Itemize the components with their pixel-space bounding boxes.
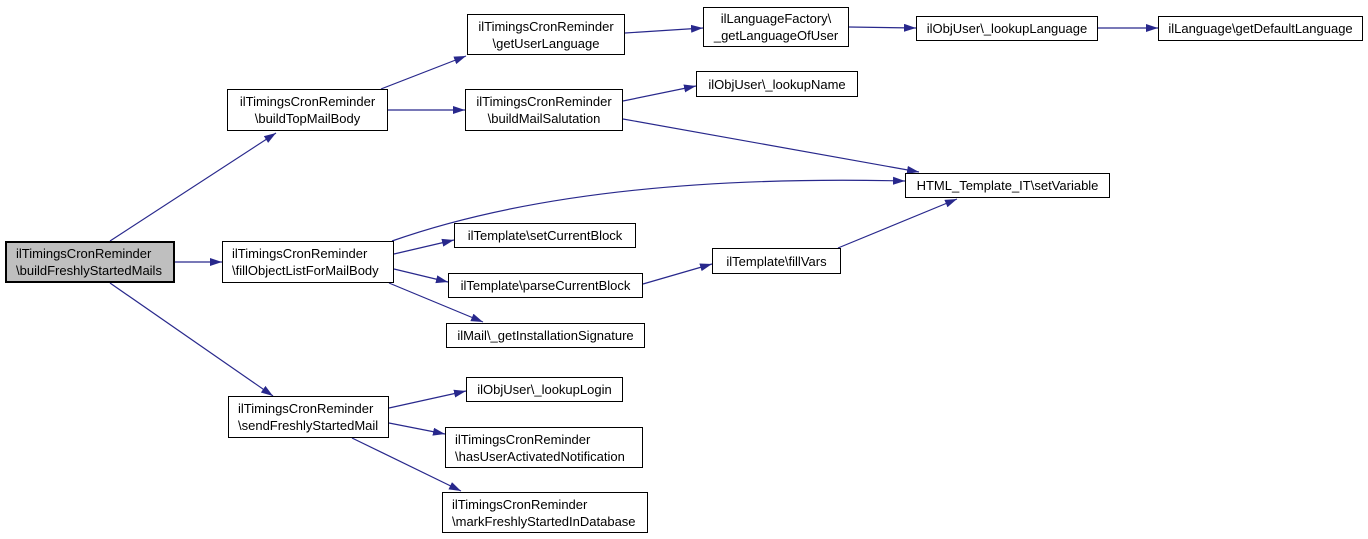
edge-fillObjectListForMailBody-to-setVariable: [391, 176, 906, 242]
graph-node-label: HTML_Template_IT\setVariable: [916, 178, 1099, 193]
graph-node-label: ilTimingsCronReminder: [476, 94, 612, 109]
edge-fillObjectListForMailBody-to-getInstallationSignature: [388, 282, 484, 323]
graph-node-label: _getLanguageOfUser: [713, 28, 839, 43]
graph-node-fillObjectListForMailBody[interactable]: ilTimingsCronReminder \fillObjectListForM…: [222, 241, 394, 283]
graph-node-label: \buildFreshlyStartedMails: [16, 263, 162, 278]
graph-node-fillVars[interactable]: ilTemplate\fillVars: [712, 248, 841, 274]
graph-node-label: ilTimingsCronReminder: [239, 94, 376, 109]
edge-sendFreshlyStartedMail-to-lookupLogin: [388, 389, 467, 409]
graph-node-lookupLanguage[interactable]: ilObjUser\_lookupLanguage: [916, 16, 1098, 41]
graph-node-label: ilTimingsCronReminder: [478, 18, 614, 34]
graph-node-label: \fillObjectListForMailBody: [232, 263, 379, 278]
edge-sendFreshlyStartedMail-to-markFreshlyStartedInDatabase: [351, 437, 462, 492]
edge-fillObjectListForMailBody-to-setCurrentBlock: [393, 238, 455, 255]
graph-node-lookupName[interactable]: ilObjUser\_lookupName: [696, 71, 858, 97]
graph-node-label: ilLanguage\getDefaultLanguage: [1168, 21, 1353, 36]
graph-node-sendFreshlyStartedMail[interactable]: ilTimingsCronReminder \sendFreshlyStarted…: [228, 396, 389, 438]
graph-node-label: \hasUserActivatedNotification: [455, 448, 625, 464]
graph-node-label: ilTimingsCronReminder: [238, 401, 374, 416]
graph-node-setVariable[interactable]: HTML_Template_IT\setVariable: [905, 173, 1110, 198]
graph-node-label: ilLanguageFactory\: [720, 11, 832, 26]
graph-node-getLanguageOfUser[interactable]: ilLanguageFactory\ _getLanguageOfUser: [703, 7, 849, 47]
graph-node-buildMailSalutation[interactable]: ilTimingsCronReminder \buildMailSalutatio…: [465, 89, 623, 131]
graph-node-label: ilObjUser\_lookupName: [708, 76, 846, 92]
graph-node-markFreshlyStartedInDatabase[interactable]: ilTimingsCronReminder\markFreshlyStarted…: [442, 492, 648, 533]
graph-node-label: \buildTopMailBody: [254, 111, 361, 126]
graph-node-label: ilTimingsCronReminder: [455, 431, 591, 447]
edge-buildMailSalutation-to-lookupName: [622, 84, 697, 102]
graph-node-label: \sendFreshlyStartedMail: [238, 418, 379, 433]
graph-node-label: ilObjUser\_lookupLogin: [477, 382, 612, 397]
graph-node-label: ilTemplate\fillVars: [726, 253, 827, 269]
graph-node-getInstallationSignature[interactable]: ilMail\_getInstallationSignature: [446, 323, 645, 348]
edge-buildTopMailBody-to-getUserLanguage: [380, 55, 467, 90]
graph-node-label: \buildMailSalutation: [487, 111, 601, 126]
graph-node-lookupLogin[interactable]: ilObjUser\_lookupLogin: [466, 377, 623, 402]
edge-fillObjectListForMailBody-to-parseCurrentBlock: [393, 268, 449, 284]
graph-node-label: ilMail\_getInstallationSignature: [457, 328, 634, 343]
edge-buildFreshlyStartedMails-to-sendFreshlyStartedMail: [109, 282, 274, 397]
graph-node-hasUserActivatedNotification[interactable]: ilTimingsCronReminder\hasUserActivatedNo…: [445, 427, 643, 468]
edge-buildMailSalutation-to-setVariable: [622, 118, 920, 174]
graph-node-label: ilTimingsCronReminder: [16, 246, 152, 261]
edge-getUserLanguage-to-getLanguageOfUser: [624, 24, 704, 34]
graph-node-label: ilTemplate\parseCurrentBlock: [460, 278, 631, 293]
graph-node-label: ilTimingsCronReminder: [452, 496, 588, 512]
graph-node-buildTopMailBody[interactable]: ilTimingsCronReminder \buildTopMailBody: [227, 89, 388, 131]
graph-node-parseCurrentBlock[interactable]: ilTemplate\parseCurrentBlock: [448, 273, 643, 298]
graph-node-buildFreshlyStartedMails: ilTimingsCronReminder \buildFreshlyStarte…: [5, 241, 175, 283]
graph-node-getUserLanguage[interactable]: ilTimingsCronReminder\getUserLanguage: [467, 14, 625, 55]
edge-parseCurrentBlock-to-fillVars: [642, 263, 713, 285]
graph-node-label: \markFreshlyStartedInDatabase: [452, 513, 636, 529]
graph-node-getDefaultLanguage[interactable]: ilLanguage\getDefaultLanguage: [1158, 16, 1363, 41]
edge-sendFreshlyStartedMail-to-hasUserActivatedNotification: [388, 422, 446, 436]
edge-getLanguageOfUser-to-lookupLanguage: [848, 23, 917, 32]
graph-node-setCurrentBlock[interactable]: ilTemplate\setCurrentBlock: [454, 223, 636, 248]
graph-node-label: ilTemplate\setCurrentBlock: [467, 228, 623, 243]
graph-node-label: ilObjUser\_lookupLanguage: [926, 21, 1088, 36]
edge-buildFreshlyStartedMails-to-buildTopMailBody: [109, 132, 277, 242]
edge-fillVars-to-setVariable: [837, 198, 958, 249]
graph-node-label: ilTimingsCronReminder: [232, 246, 368, 261]
graph-node-label: \getUserLanguage: [492, 35, 600, 51]
